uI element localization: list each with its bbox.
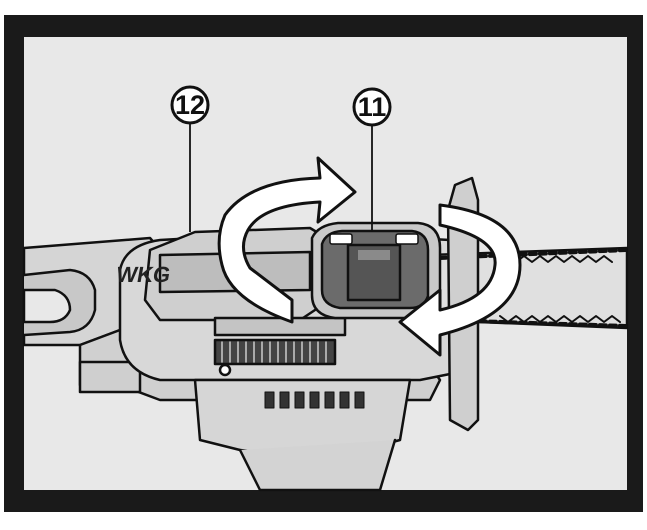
cooling-fins (213, 338, 337, 366)
lock-icon (329, 233, 353, 245)
chain-links-bottom (499, 315, 621, 323)
callout-11-label: 11 (358, 92, 387, 122)
brand-mark: WKG (114, 262, 172, 287)
rotation-arrows (217, 156, 522, 357)
lower-grip (238, 438, 397, 492)
rotate-arrow-icon (217, 156, 357, 324)
cap-grip-highlight (358, 250, 390, 260)
callout-11: 11 (352, 87, 392, 127)
housing-screw (218, 363, 232, 377)
frame-left-bar (4, 15, 24, 512)
frame-bottom-bar (4, 490, 643, 512)
callout-12-label: 12 (175, 90, 205, 120)
frame-right-bar (627, 15, 643, 512)
callout-12: 12 (170, 85, 210, 125)
fin-lines (221, 341, 327, 363)
rotate-arrow-icon (398, 203, 522, 357)
foot-block (78, 360, 142, 394)
housing-slot (213, 316, 347, 337)
unlock-icon (395, 233, 419, 245)
lower-vents (264, 391, 365, 409)
frame-top-bar (4, 15, 643, 37)
trigger-opening (22, 288, 72, 324)
callout-11-circle (352, 87, 392, 127)
callout-12-circle (170, 85, 210, 125)
